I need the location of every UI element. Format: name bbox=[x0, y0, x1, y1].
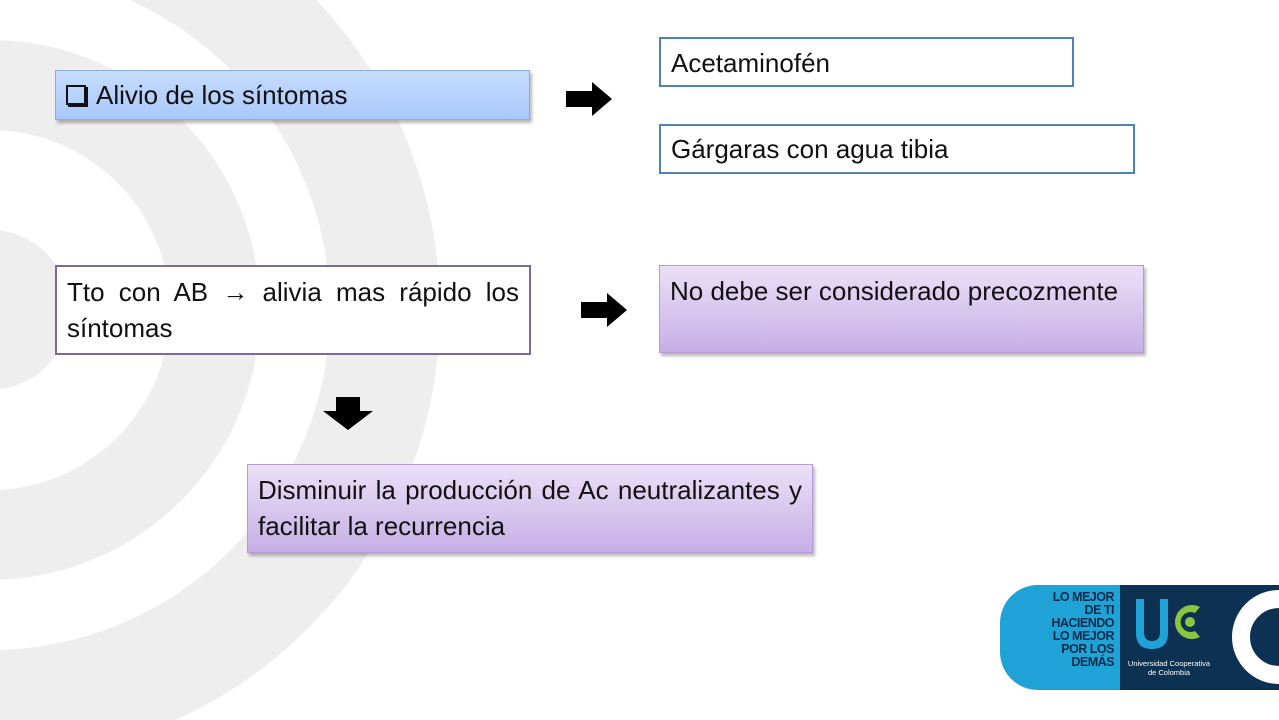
arrow-right-icon bbox=[581, 293, 627, 327]
uc-mark-icon bbox=[1136, 590, 1279, 684]
arrow-right-icon bbox=[566, 82, 612, 116]
node-gargaras-label: Gárgaras con agua tibia bbox=[671, 134, 949, 164]
node-alivio-label: Alivio de los síntomas bbox=[96, 80, 348, 110]
node-tto-ab-text-before: Tto con AB bbox=[67, 277, 223, 307]
logo-slogan-line: POR LOS bbox=[1061, 642, 1114, 656]
node-tto-ab-text-after: alivia mas rápido los síntomas bbox=[67, 277, 519, 343]
logo-slogan-line: LO MEJOR bbox=[1052, 629, 1115, 643]
logo-slogan: LO MEJOR DE TI HACIENDO LO MEJOR POR LOS… bbox=[1014, 591, 1114, 669]
node-tto-ab: Tto con AB → alivia mas rápido los sínto… bbox=[55, 265, 531, 355]
node-disminuir: Disminuir la producción de Ac neutraliza… bbox=[247, 464, 813, 553]
node-disminuir-label: Disminuir la producción de Ac neutraliza… bbox=[258, 475, 802, 541]
node-acetaminofen: Acetaminofén bbox=[659, 37, 1074, 87]
node-acetaminofen-label: Acetaminofén bbox=[671, 48, 830, 78]
node-gargaras: Gárgaras con agua tibia bbox=[659, 124, 1135, 174]
checkbox-bullet-icon bbox=[66, 85, 86, 105]
logo-slogan-line: DE TI bbox=[1084, 603, 1115, 617]
logo-slogan-line: DEMÁS bbox=[1071, 655, 1114, 669]
logo-slogan-line: LO MEJOR bbox=[1052, 590, 1115, 604]
logo-slogan-line: HACIENDO bbox=[1051, 616, 1114, 630]
university-logo: LO MEJOR DE TI HACIENDO LO MEJOR POR LOS… bbox=[1000, 585, 1279, 690]
inline-arrow-icon: → bbox=[222, 277, 249, 307]
logo-slogan-panel bbox=[1000, 585, 1120, 690]
node-no-debe-label: No debe ser considerado precozmente bbox=[670, 276, 1119, 306]
node-no-debe: No debe ser considerado precozmente bbox=[659, 265, 1144, 353]
logo-university-name: Universidad Cooperativa de Colombia bbox=[1127, 659, 1211, 677]
node-alivio-sintomas: Alivio de los síntomas bbox=[55, 70, 530, 120]
arrow-down-icon bbox=[323, 397, 373, 430]
